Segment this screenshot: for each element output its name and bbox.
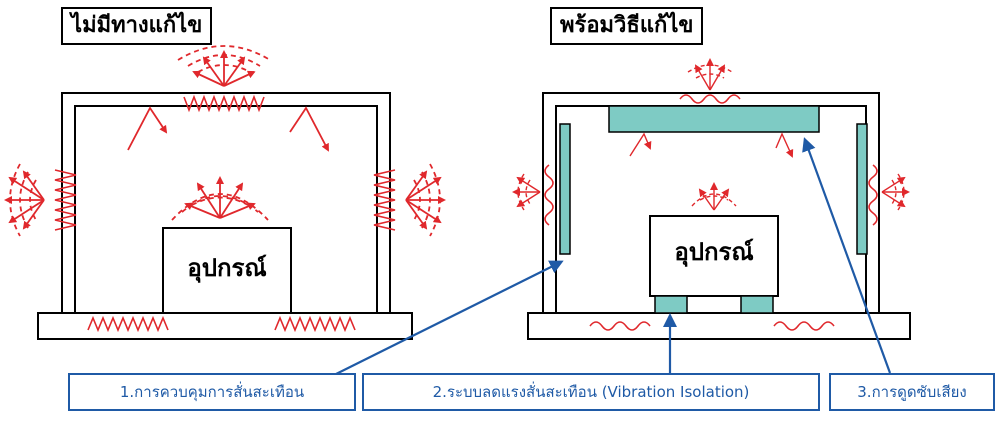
left-title: ไม่มีทางแก้ไข xyxy=(61,7,213,45)
callout-sound-absorption: 3.การดูดซับเสียง xyxy=(829,373,995,411)
callout-leaders xyxy=(319,137,892,383)
right-wall-absorber xyxy=(856,123,868,255)
isolator-left xyxy=(654,295,688,314)
right-device-box xyxy=(649,215,779,297)
left-device-label: อุปกรณ์ xyxy=(187,254,267,282)
right-wall-vibration xyxy=(544,94,878,331)
left-wall-absorber xyxy=(559,123,571,255)
ceiling-absorber xyxy=(608,105,820,133)
left-device-box xyxy=(162,227,292,314)
callout-vibration-isolation: 2.ระบบลดแรงสั่นสะเทือน (Vibration Isolat… xyxy=(362,373,820,411)
right-noise-arrows xyxy=(512,58,910,211)
left-wall-vibration xyxy=(54,94,396,333)
right-device-label: อุปกรณ์ xyxy=(674,238,754,266)
callout-vibration-control: 1.การควบคุมการสั่นสะเทือน xyxy=(68,373,356,411)
left-noise-arrows xyxy=(4,50,446,230)
right-title: พร้อมวิธีแก้ไข xyxy=(550,7,704,45)
right-building xyxy=(527,92,911,340)
isolator-right xyxy=(740,295,774,314)
right-sound-waves xyxy=(517,64,905,211)
